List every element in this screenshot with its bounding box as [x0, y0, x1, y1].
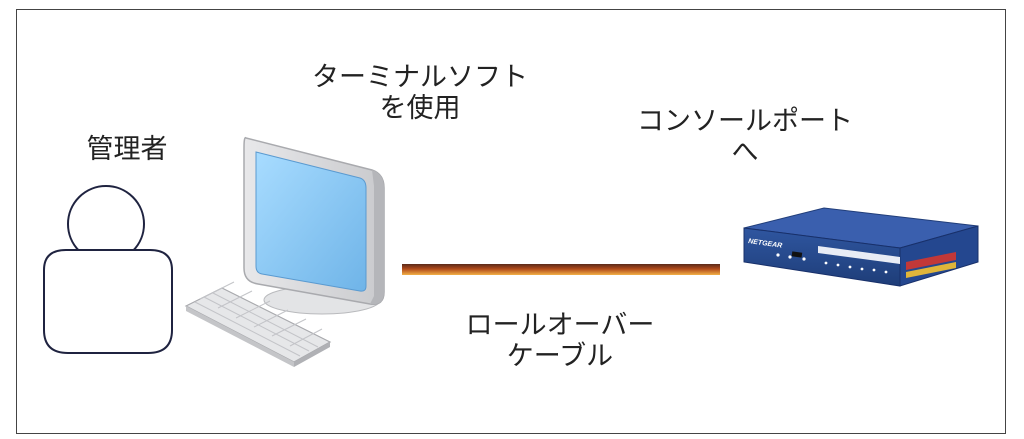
admin-label: 管理者: [42, 134, 212, 165]
cable-label-line2: ケーブル: [506, 341, 614, 372]
console-label-line1: コンソールポート: [637, 106, 853, 137]
cable-label-line1: ロールオーバー: [465, 310, 655, 341]
console-label-line2: へ: [731, 137, 759, 168]
person-icon: [43, 185, 173, 354]
terminal-label-line1: ターミナルソフト: [312, 62, 528, 93]
terminal-label-line2: を使用: [379, 93, 461, 124]
terminal-software-label: ターミナルソフト を使用: [255, 62, 585, 124]
rollover-cable: [402, 264, 720, 275]
monitor-icon: [243, 136, 385, 315]
keyboard-icon: [184, 281, 332, 367]
admin-label-text: 管理者: [86, 134, 168, 165]
router-brand-label: NETGEAR: [748, 238, 783, 250]
router-icon: NETGEAR: [743, 207, 979, 287]
rollover-cable-label: ロールオーバー ケーブル: [420, 310, 700, 372]
console-port-label: コンソールポート へ: [600, 106, 890, 168]
